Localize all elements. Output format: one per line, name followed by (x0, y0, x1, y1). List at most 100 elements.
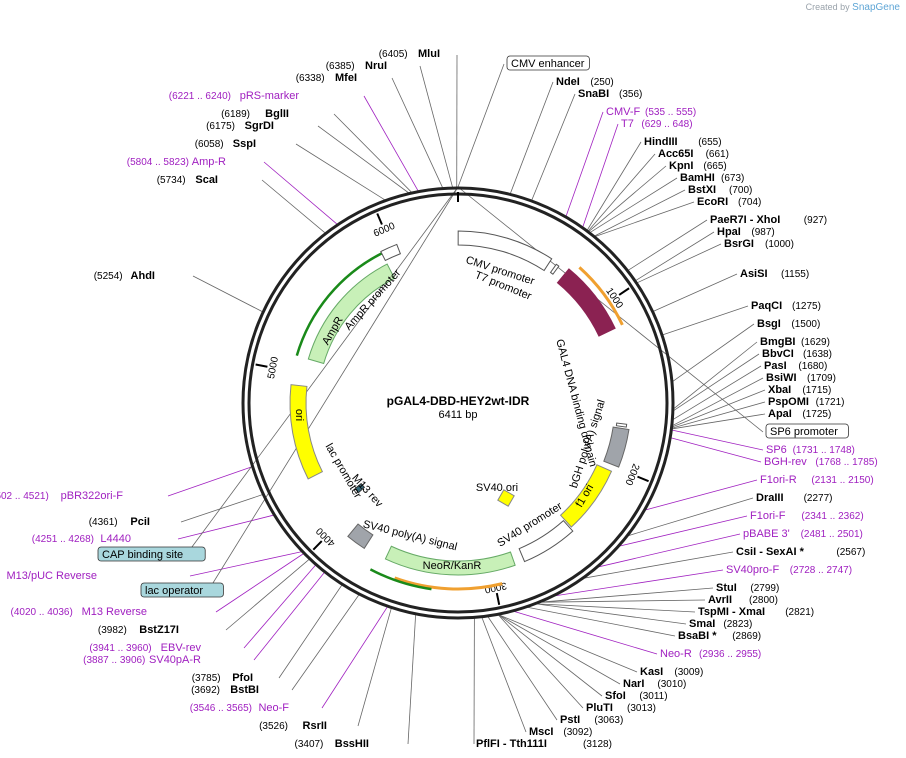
feature-sv40-poly-a-signal[interactable] (347, 523, 374, 550)
bp-tick (637, 475, 649, 483)
site-position: (6058) (195, 139, 224, 150)
site-leader-line (673, 365, 762, 420)
site-name: KpnI (669, 160, 693, 172)
site-position: (4251 .. 4268) (32, 534, 94, 545)
site-position: (1709) (807, 373, 836, 384)
site-label-cmv-enhancer: CMV enhancer (506, 55, 590, 71)
site-label-tspmi-xmai: TspMI - XmaI(2821) (698, 606, 814, 618)
feature-f1-ori[interactable] (559, 464, 613, 528)
site-position: (2481 .. 2501) (801, 529, 863, 540)
site-leader-line (555, 569, 724, 597)
site-label-stui: StuI(2799) (716, 582, 779, 594)
site-name: ApaI (768, 408, 792, 420)
site-name: pBABE 3' (743, 528, 790, 540)
site-name: PstI (560, 714, 580, 726)
site-position: (6385) (326, 61, 355, 72)
site-label-bbvci: BbvCI(1638) (762, 348, 832, 360)
site-label-bsrgi: BsrGI(1000) (724, 238, 794, 250)
site-label-pspomi: PspOMI(1721) (768, 396, 845, 408)
feature-cmv-promoter[interactable] (457, 230, 553, 272)
feature-sv40-ori-marker[interactable] (497, 489, 515, 507)
site-label-rsrii: RsrII(3526) (259, 720, 327, 732)
site-leader-line (321, 606, 388, 709)
site-label-avrii: AvrII(2800) (708, 594, 778, 606)
site-label-bsiwi: BsiWI(1709) (766, 372, 836, 384)
site-leader-line (481, 617, 527, 733)
site-name: SmaI (689, 618, 715, 630)
feature-ampr[interactable] (307, 263, 396, 365)
site-position: (665) (703, 161, 726, 172)
site-name: SfoI (605, 690, 626, 702)
site-label-sgrdi: SgrDI(6175) (206, 120, 274, 132)
site-label-cap-binding-site: CAP binding site (97, 546, 206, 562)
site-position: (661) (706, 149, 729, 160)
bp-tick (495, 592, 501, 606)
feature-ampr-promoter[interactable] (380, 243, 402, 262)
site-leader-line (215, 553, 304, 613)
site-position: (987) (751, 227, 774, 238)
feature-bgh-poly-a-signal[interactable] (603, 426, 630, 468)
site-name: BstZ17I (139, 624, 179, 636)
site-name: SspI (233, 138, 256, 150)
site-name: PaeR7I - XhoI (710, 214, 780, 226)
site-leader-line (541, 587, 714, 603)
site-label-prs-marker: pRS-marker(6221 .. 6240) (169, 90, 300, 102)
site-position: (6189) (221, 109, 250, 120)
feature-gal4-dna-binding-domain[interactable] (556, 268, 616, 337)
site-position: (3013) (627, 703, 656, 714)
feature-neor-kanr[interactable] (384, 545, 516, 576)
site-name: SV40pA-R (149, 654, 201, 666)
site-name: PfoI (232, 672, 253, 684)
site-position: (2567) (836, 547, 865, 558)
site-leader-line (207, 186, 459, 592)
site-name: PflFI - Tth111I (476, 738, 547, 750)
bp-tick (312, 540, 323, 551)
feature-lac-promoter[interactable] (354, 482, 366, 494)
site-position: (2341 .. 2362) (801, 511, 863, 522)
site-leader-line (510, 81, 554, 194)
feature-sv40-promoter[interactable] (518, 519, 574, 563)
site-leader-line (499, 614, 638, 673)
site-name: BssHII (335, 738, 369, 750)
site-name: Neo-F (258, 702, 289, 714)
site-position: (5254) (94, 271, 123, 282)
site-label-bmgbi: BmgBI (1629) (760, 336, 830, 348)
site-position: (1500) (791, 319, 820, 330)
site-position: (3941 .. 3960) (89, 643, 151, 654)
site-name: MscI (529, 726, 553, 738)
site-leader-line (357, 608, 392, 727)
site-name: SP6 (766, 444, 787, 456)
site-name: BmgBI (760, 336, 795, 348)
bp-tick (255, 363, 268, 368)
site-label-bsshii: BssHII(3407) (294, 738, 369, 750)
site-position: (655) (698, 137, 721, 148)
site-name: SP6 promoter (770, 426, 838, 438)
bp-tick (376, 213, 383, 225)
site-name: BglII (265, 108, 289, 120)
site-leader-line (487, 616, 558, 721)
feature-t7-promoter[interactable] (549, 263, 560, 275)
site-position: (2821) (785, 607, 814, 618)
site-position: (1629) (801, 337, 830, 348)
site-position: (6405) (379, 49, 408, 60)
site-leader-line (673, 353, 760, 411)
site-label-box (140, 582, 224, 598)
site-label-pfoi: PfoI (3785) (192, 672, 253, 684)
site-leader-line (363, 95, 419, 191)
site-leader-line (537, 603, 687, 625)
feature-label: SV40 poly(A) signal (362, 518, 459, 553)
site-position: (3785) (192, 673, 221, 684)
feature-ori[interactable] (289, 384, 324, 480)
site-position: (3128) (583, 739, 612, 750)
site-leader-line (243, 565, 316, 649)
site-label-kasi: KasI(3009) (640, 666, 703, 678)
site-leader-line (419, 65, 453, 188)
site-leader-line (673, 341, 758, 409)
site-leader-line (295, 143, 385, 201)
site-name: BbvCI (762, 348, 794, 360)
bp-tick-label: 5000 (266, 356, 281, 380)
feature-sp6-promoter[interactable] (615, 422, 628, 428)
site-leader-line (514, 611, 658, 655)
site-position: (1000) (765, 239, 794, 250)
site-leader-line (588, 165, 667, 232)
